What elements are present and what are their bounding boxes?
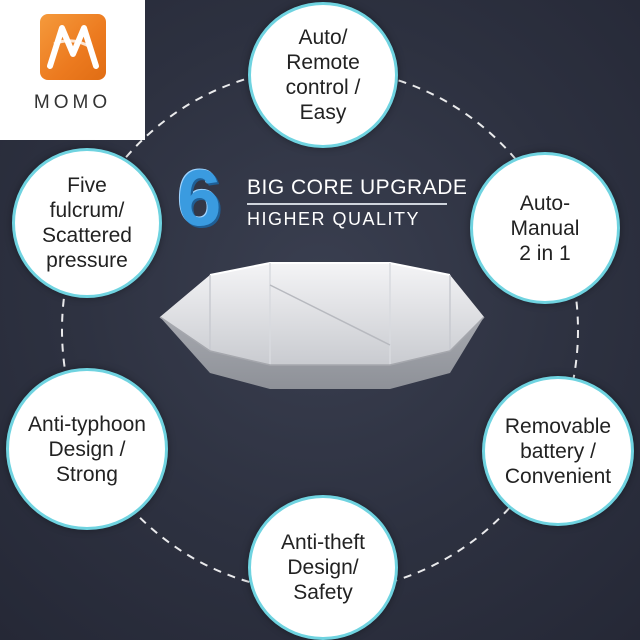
feature-anti-theft: Anti-theft Design/ Safety <box>248 495 398 640</box>
feature-removable-battery-label: Removable battery / Convenient <box>504 414 612 488</box>
m-monogram-icon <box>40 14 106 80</box>
feature-five-fulcrum: Five fulcrum/ Scattered pressure <box>12 148 162 298</box>
feature-auto-manual-label: Auto- Manual 2 in 1 <box>510 191 580 265</box>
feature-anti-theft-label: Anti-theft Design/ Safety <box>280 531 366 604</box>
headline-divider <box>247 203 447 205</box>
car-umbrella-canopy-icon <box>159 262 485 389</box>
headline-number: 6 <box>177 153 222 242</box>
headline-line2: HIGHER QUALITY <box>247 209 421 229</box>
brand-name: MOMO <box>33 92 112 113</box>
feature-auto-manual: Auto- Manual 2 in 1 <box>470 152 620 304</box>
feature-five-fulcrum-label: Five fulcrum/ Scattered pressure <box>42 174 132 272</box>
feature-auto-remote-label: Auto/ Remote control / Easy <box>285 26 361 124</box>
headline-line1: BIG CORE UPGRADE <box>247 176 468 199</box>
feature-auto-remote: Auto/ Remote control / Easy <box>248 2 398 148</box>
feature-removable-battery: Removable battery / Convenient <box>482 376 634 526</box>
feature-anti-typhoon-label: Anti-typhoon Design / Strong <box>28 412 146 486</box>
feature-anti-typhoon: Anti-typhoon Design / Strong <box>6 368 168 530</box>
brand-logo: MOMO <box>0 0 145 140</box>
headline: 6 BIG CORE UPGRADE HIGHER QUALITY <box>175 153 468 242</box>
